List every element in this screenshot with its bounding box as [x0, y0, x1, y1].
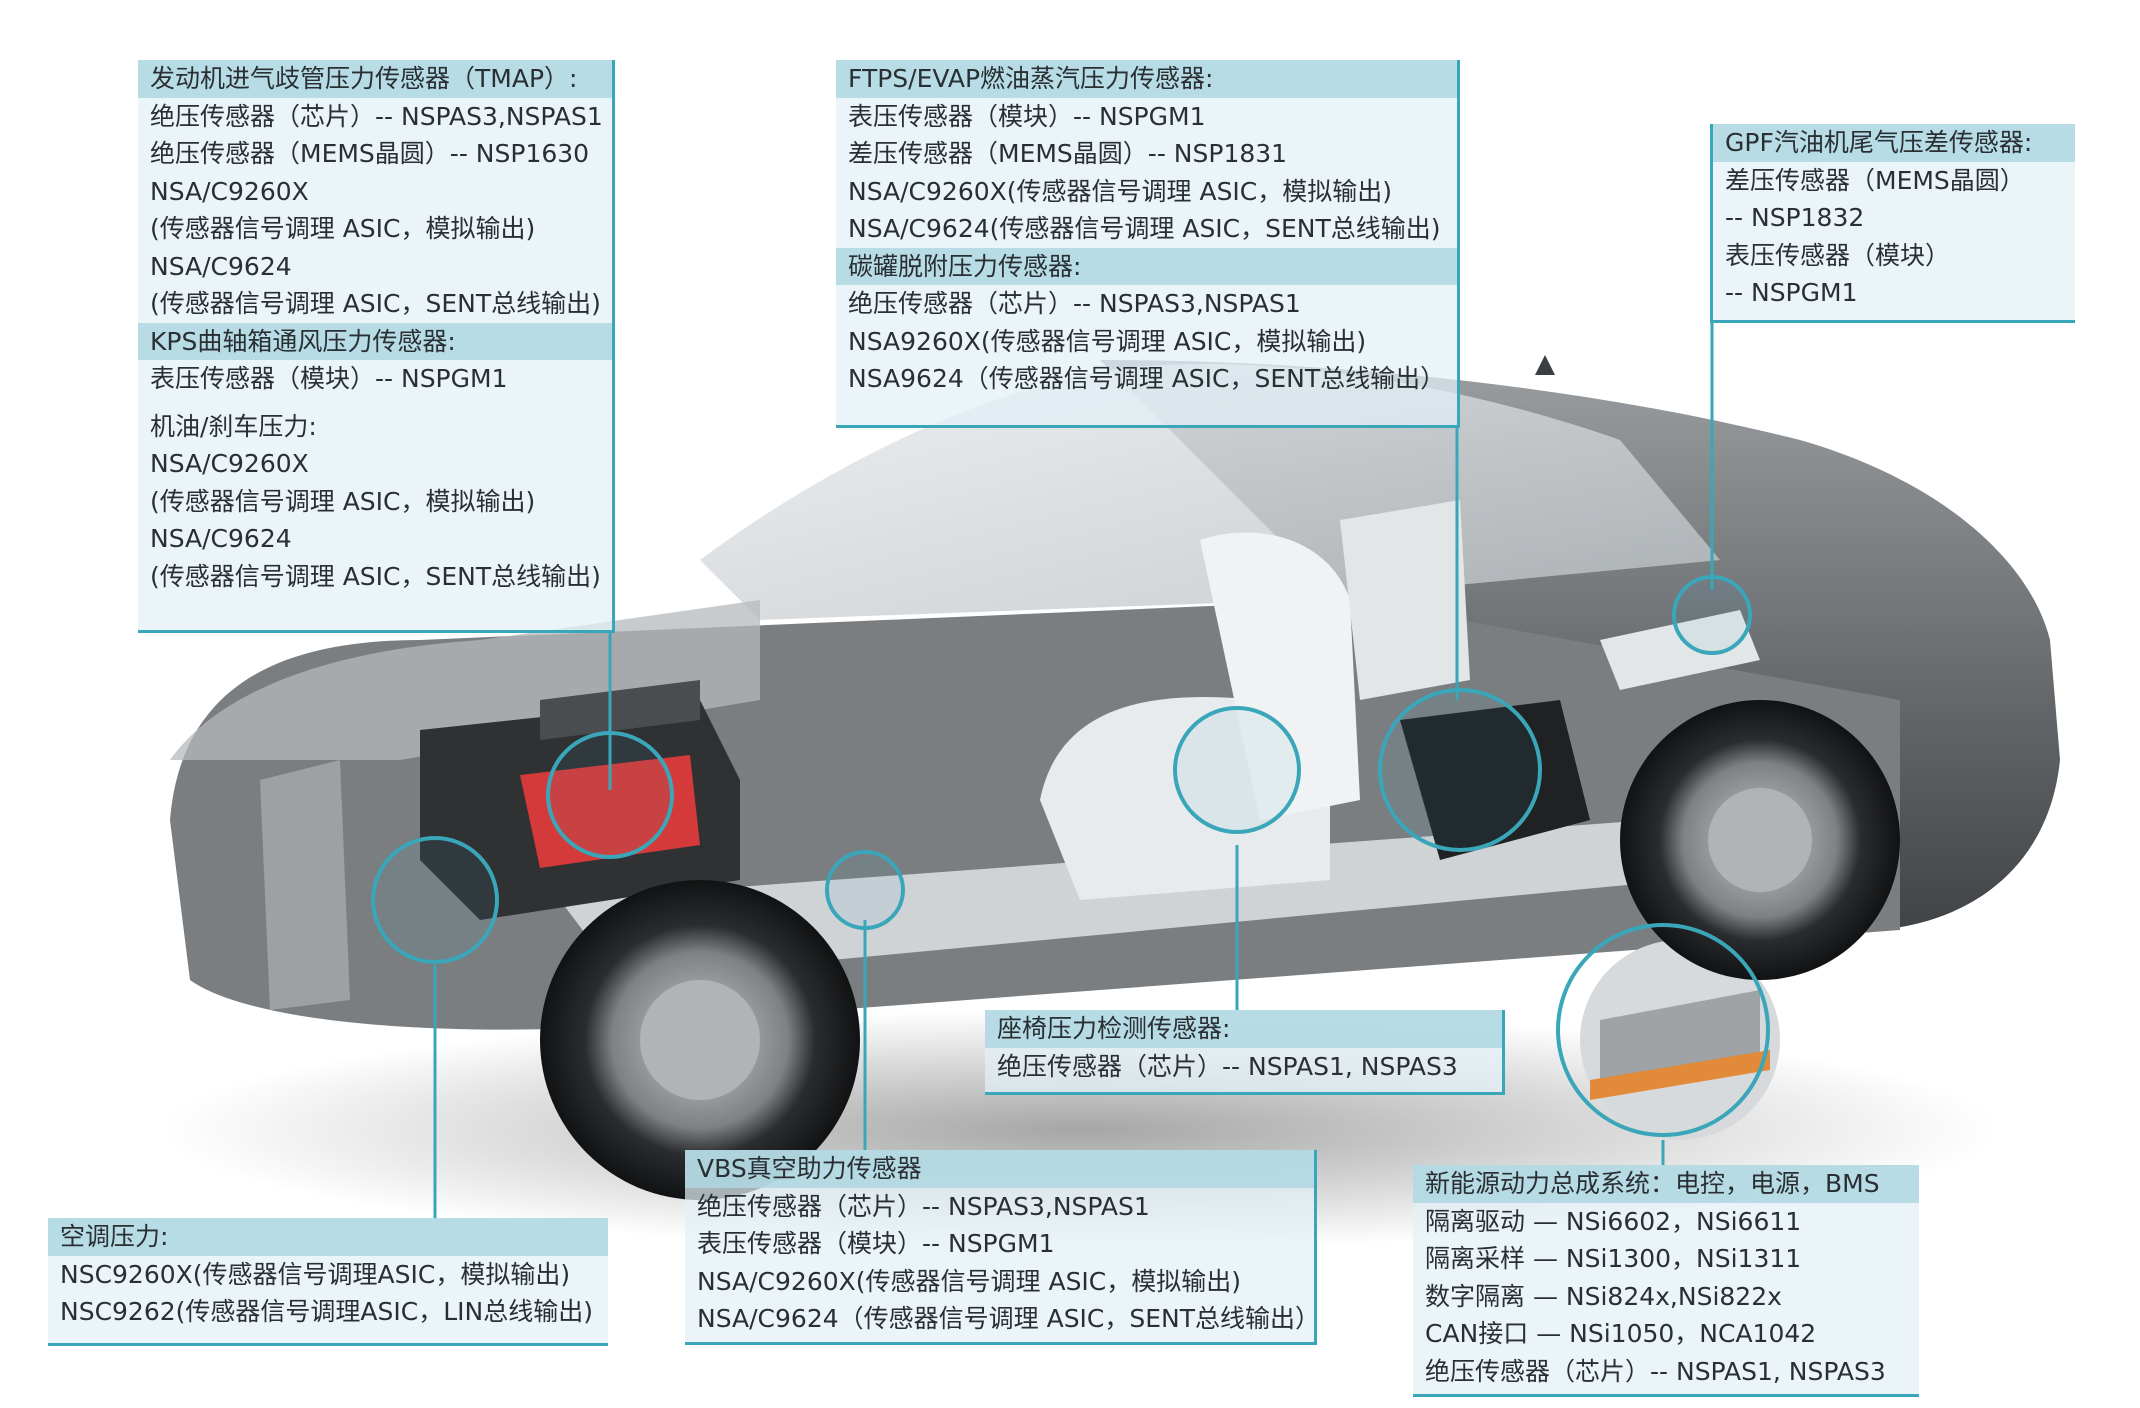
rear-seat [1340, 500, 1470, 700]
callout-ac-line-2: NSC9262(传感器信号调理ASIC，LIN总线输出) [60, 1297, 593, 1326]
callout-nev-line-5: 绝压传感器（芯片）-- NSPAS1, NSPAS3 [1425, 1356, 1886, 1386]
callout-tmap-kps: 发动机进气歧管压力传感器（TMAP）: 绝压传感器（芯片）-- NSPAS3,N… [138, 60, 615, 633]
callout-gpf-line-3: 表压传感器（模块） [1725, 240, 1951, 270]
floor-pan [560, 820, 1680, 980]
callout-vbs-line-3: NSA/C9260X(传感器信号调理 ASIC，模拟输出) [697, 1266, 1242, 1296]
roof-antenna [1535, 355, 1555, 375]
callout-gpf: GPF汽油机尾气压差传感器: 差压传感器（MEMS晶圆） -- NSP1832 … [1710, 124, 2075, 323]
callout-ac-title: 空调压力: [48, 1218, 608, 1256]
callout-ftps-line-3: NSA/C9260X(传感器信号调理 ASIC，模拟输出) [848, 176, 1393, 206]
callout-vbs-line-1: 绝压传感器（芯片）-- NSPAS3,NSPAS1 [697, 1191, 1150, 1221]
callout-nev: 新能源动力总成系统：电控，电源，BMS 隔离驱动 — NSi6602，NSi66… [1413, 1165, 1919, 1397]
callout-ftps-title: FTPS/EVAP燃油蒸汽压力传感器: [836, 60, 1457, 98]
callout-kps-line-3: 机油/刹车压力: [150, 411, 317, 441]
callout-vbs-line-2: 表压传感器（模块）-- NSPGM1 [697, 1229, 1055, 1258]
callout-ftps-canister: FTPS/EVAP燃油蒸汽压力传感器: 表压传感器（模块）-- NSPGM1 差… [836, 60, 1460, 428]
callout-ac-line-1: NSC9260X(传感器信号调理ASIC，模拟输出) [60, 1259, 571, 1289]
callout-tmap-line-3: NSA/C9260X [150, 176, 309, 206]
callout-tmap-line-2: 绝压传感器（MEMS晶圆）-- NSP1630 [150, 139, 590, 168]
callout-gpf-title: GPF汽油机尾气压差传感器: [1713, 124, 2075, 162]
callout-ftps-line-4: NSA/C9624(传感器信号调理 ASIC，SENT总线输出) [848, 214, 1441, 243]
callout-ac: 空调压力: NSC9260X(传感器信号调理ASIC，模拟输出) NSC9262… [48, 1218, 608, 1346]
callout-kps-line-5: (传感器信号调理 ASIC，模拟输出) [150, 486, 536, 516]
callout-kps-title: KPS曲轴箱通风压力传感器: [138, 322, 612, 360]
callout-seat: 座椅压力检测传感器: 绝压传感器（芯片）-- NSPAS1, NSPAS3 [985, 1010, 1505, 1095]
callout-tmap-line-6: (传感器信号调理 ASIC，SENT总线输出) [150, 289, 601, 318]
callout-tmap-line-5: NSA/C9624 [150, 251, 292, 281]
front-wheel-hub [640, 980, 760, 1100]
callout-kps-line-1: 表压传感器（模块）-- NSPGM1 [150, 364, 508, 393]
callout-gpf-line-4: -- NSPGM1 [1725, 278, 1858, 307]
callout-nev-line-4: CAN接口 — NSi1050，NCA1042 [1425, 1319, 1817, 1348]
callout-nev-line-3: 数字隔离 — NSi824x,NSi822x [1425, 1281, 1782, 1311]
callout-canister-line-3: NSA9624（传感器信号调理 ASIC，SENT总线输出） [848, 364, 1446, 393]
front-seat-back [1200, 532, 1360, 820]
callout-kps-line-7: (传感器信号调理 ASIC，SENT总线输出) [150, 561, 601, 591]
callout-canister-title: 碳罐脱附压力传感器: [836, 247, 1457, 285]
callout-vbs-title: VBS真空助力传感器 [685, 1150, 1314, 1188]
callout-nev-line-1: 隔离驱动 — NSi6602，NSi6611 [1425, 1206, 1802, 1236]
callout-gpf-line-2: -- NSP1832 [1725, 203, 1865, 232]
callout-tmap-line-4: (传感器信号调理 ASIC，模拟输出) [150, 214, 536, 243]
callout-nev-line-2: 隔离采样 — NSi1300，NSi1311 [1425, 1244, 1802, 1273]
callout-tmap-title: 发动机进气歧管压力传感器（TMAP）: [138, 60, 612, 98]
radiator [260, 760, 350, 1010]
callout-canister-line-1: 绝压传感器（芯片）-- NSPAS3,NSPAS1 [848, 289, 1301, 318]
callout-seat-line-1: 绝压传感器（芯片）-- NSPAS1, NSPAS3 [997, 1051, 1458, 1081]
callout-tmap-line-1: 绝压传感器（芯片）-- NSPAS3,NSPAS1 [150, 101, 603, 131]
callout-seat-title: 座椅压力检测传感器: [985, 1010, 1502, 1048]
callout-canister-line-2: NSA9260X(传感器信号调理 ASIC，模拟输出) [848, 326, 1367, 356]
callout-ftps-line-1: 表压传感器（模块）-- NSPGM1 [848, 101, 1206, 131]
callout-nev-title: 新能源动力总成系统：电控，电源，BMS [1413, 1165, 1919, 1203]
callout-vbs-line-4: NSA/C9624（传感器信号调理 ASIC，SENT总线输出） [697, 1304, 1321, 1333]
engine-intake [540, 680, 700, 740]
callout-vbs: VBS真空助力传感器 绝压传感器（芯片）-- NSPAS3,NSPAS1 表压传… [685, 1150, 1321, 1345]
callout-kps-line-6: NSA/C9624 [150, 524, 292, 553]
callout-ftps-line-2: 差压传感器（MEMS晶圆）-- NSP1831 [848, 139, 1288, 168]
callout-gpf-line-1: 差压传感器（MEMS晶圆） [1725, 165, 2025, 195]
rear-wheel-hub [1708, 788, 1812, 892]
callout-kps-line-4: NSA/C9260X [150, 449, 309, 478]
callout-kps-gap [138, 398, 612, 408]
